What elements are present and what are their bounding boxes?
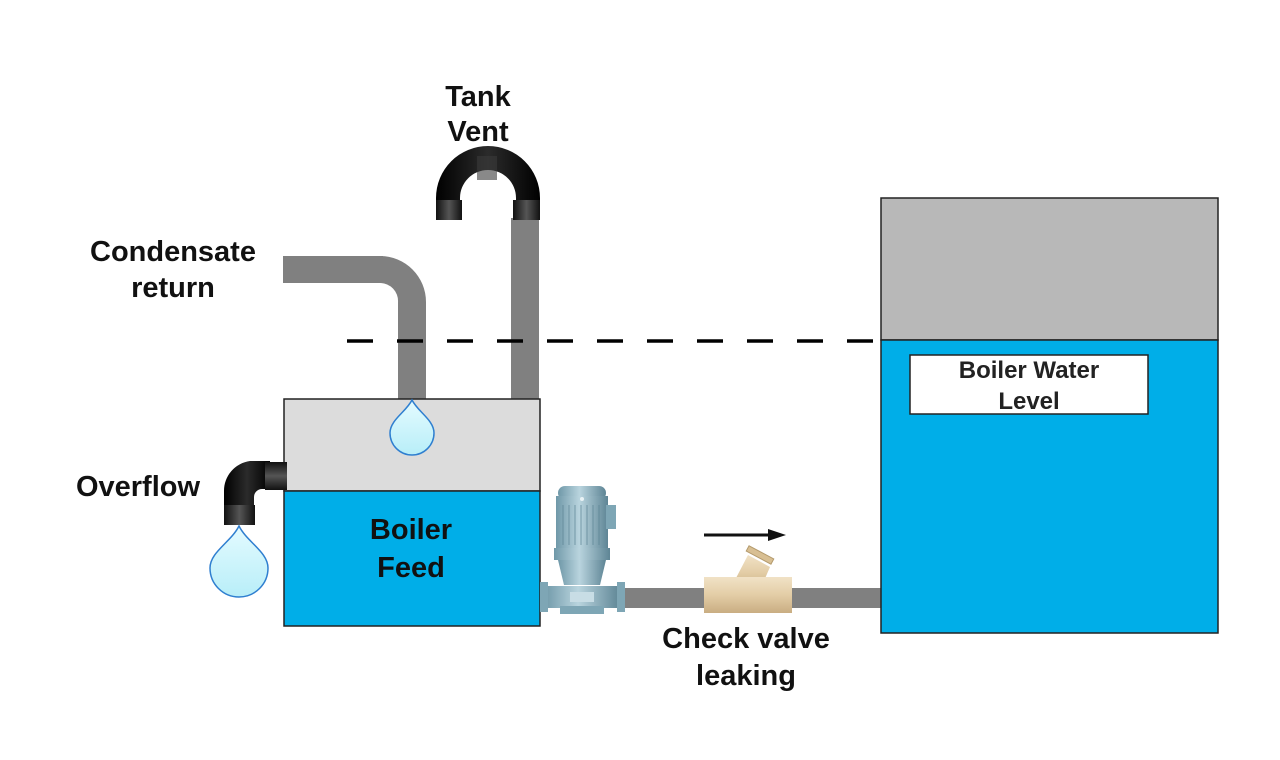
check-valve-icon (704, 545, 792, 613)
boiler-vessel (880, 197, 1219, 634)
tank-vent-label-line1: Tank (445, 81, 511, 113)
condensate-return-label-line2: return (131, 272, 215, 304)
tank-vent-elbow (436, 146, 540, 220)
tank-vent-label-line2: Vent (447, 116, 509, 148)
overflow-drip-icon (209, 524, 269, 598)
discharge-pipe (618, 588, 882, 608)
condensate-return-pipe (283, 256, 426, 400)
flow-direction-arrow-icon (704, 529, 786, 541)
boiler-water-level-label-line1: Boiler Water (959, 357, 1099, 384)
condensate-drip-icon (389, 398, 435, 456)
boiler-water-level-label-box (909, 354, 1149, 415)
overflow-elbow (223, 461, 287, 525)
boiler-feed-label-line2: Feed (377, 552, 445, 584)
boiler-feed-label-line1: Boiler (370, 514, 452, 546)
condensate-return-label-line1: Condensate (90, 236, 256, 268)
feed-pump-icon (540, 486, 625, 614)
overflow-label: Overflow (76, 471, 201, 503)
check-valve-label-line2: leaking (696, 660, 796, 692)
tank-vent-pipe (511, 218, 539, 400)
check-valve-label-line1: Check valve (662, 623, 830, 655)
boiler-water-level-label-line2: Level (998, 388, 1059, 415)
